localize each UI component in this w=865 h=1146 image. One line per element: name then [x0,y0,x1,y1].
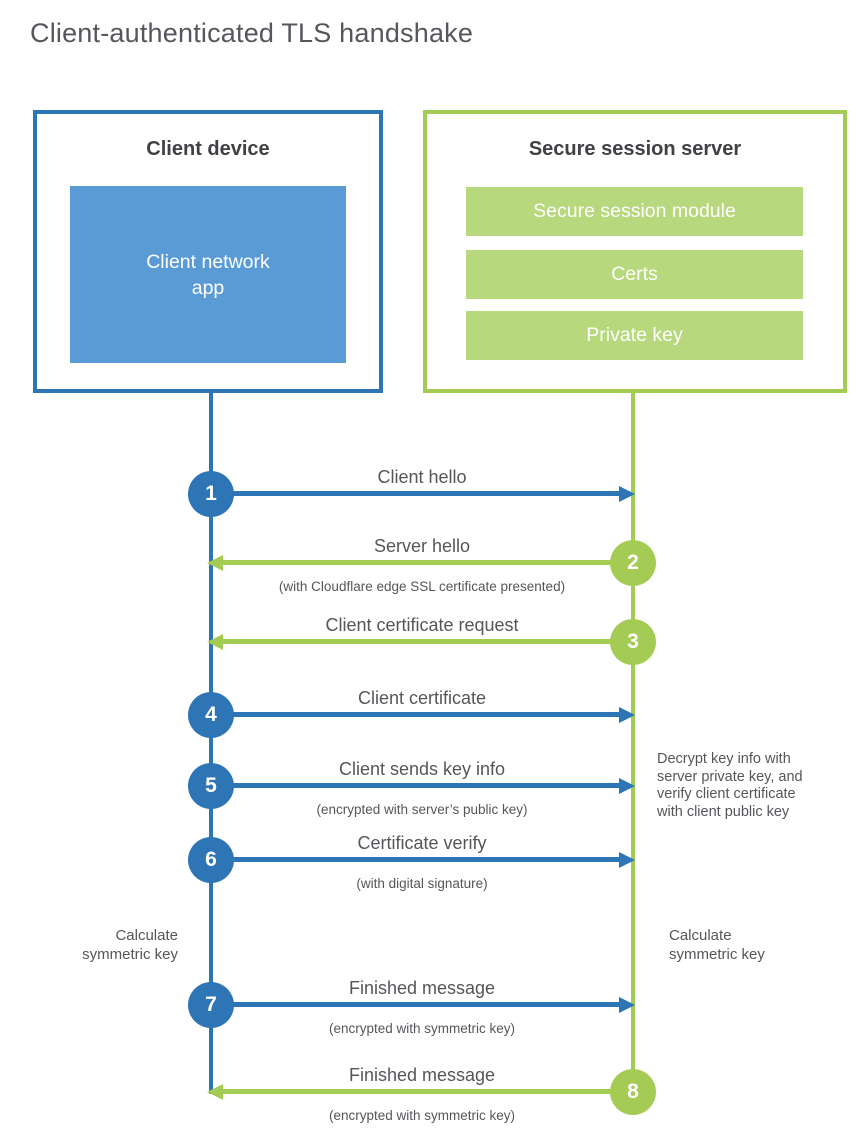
step-3-arrowhead-icon [207,634,223,650]
client-device-title: Client device [146,138,270,160]
step-4-arrowhead-icon [619,707,635,723]
step-8-arrowhead-icon [207,1084,223,1100]
calculate-symmetric-key-note-server: Calculate symmetric key [669,927,765,963]
step-5-arrowhead-icon [619,778,635,794]
step-4-circle: 4 [188,692,234,738]
page-title: Client-authenticated TLS handshake [30,18,474,48]
step-7-circle: 7 [188,982,234,1028]
step-8-sublabel: (encrypted with symmetric key) [328,1108,516,1123]
client-device-box: Client device Client network app [33,110,383,393]
secure-session-server-box: Secure session server Secure session mod… [423,110,847,393]
step-1-arrow-line [232,491,619,496]
step-7-label: Finished message [348,978,496,998]
client-lifeline [209,391,213,1094]
step-8-arrow-line [223,1089,612,1094]
client-network-app-box: Client network app [70,186,346,363]
step-2-sublabel: (with Cloudflare edge SSL certificate pr… [278,579,566,594]
step-7-arrowhead-icon [619,997,635,1013]
server-module-certs: Certs [466,250,803,299]
step-6-arrowhead-icon [619,852,635,868]
step-3-label: Client certificate request [325,615,519,635]
step-1-arrowhead-icon [619,486,635,502]
server-module-secure-session-module: Secure session module [466,187,803,236]
step-6-arrow-line [232,857,619,862]
step-1-label: Client hello [377,467,467,487]
step-1-circle: 1 [188,471,234,517]
step-2-label: Server hello [373,536,471,556]
step-8-label: Finished message [348,1065,496,1085]
step-5-sublabel: (encrypted with server’s public key) [316,802,528,817]
secure-session-server-title: Secure session server [528,138,742,160]
server-module-private-key: Private key [466,311,803,360]
calculate-symmetric-key-note-client: Calculate symmetric key [82,927,178,963]
step-8-circle: 8 [610,1069,656,1115]
step-3-arrow-line [223,639,612,644]
step-2-circle: 2 [610,540,656,586]
step-7-arrow-line [232,1002,619,1007]
decrypt-key-note: Decrypt key info with server private key… [657,751,803,820]
server-lifeline [631,391,635,1092]
step-4-label: Client certificate [357,688,487,708]
step-6-sublabel: (with digital signature) [356,876,488,891]
step-5-arrow-line [232,783,619,788]
step-6-circle: 6 [188,837,234,883]
step-3-circle: 3 [610,619,656,665]
step-2-arrowhead-icon [207,555,223,571]
step-2-arrow-line [223,560,612,565]
step-6-label: Certificate verify [357,833,487,853]
step-7-sublabel: (encrypted with symmetric key) [328,1021,516,1036]
step-5-label: Client sends key info [338,759,506,779]
step-5-circle: 5 [188,763,234,809]
step-4-arrow-line [232,712,619,717]
